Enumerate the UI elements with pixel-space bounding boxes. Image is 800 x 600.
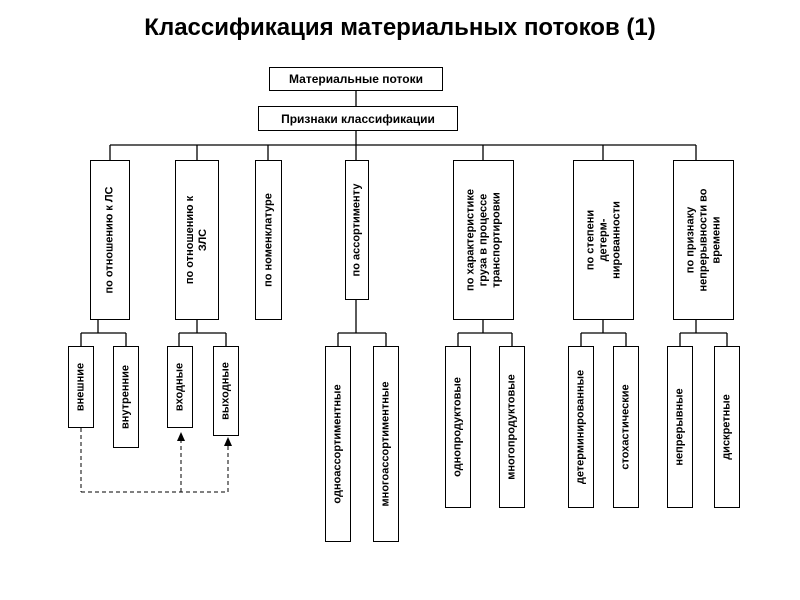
type-box-multi-assortment: многоассортиментные [373, 346, 399, 542]
type-label: входные [173, 362, 186, 412]
criterion-box: по отношению к ЛС [90, 160, 130, 320]
type-label: непрерывные [673, 388, 686, 466]
type-box-stochastic: стохастические [613, 346, 639, 508]
type-box-output: выходные [213, 346, 239, 436]
type-label: многопродуктовые [505, 374, 518, 480]
criterion-label: по степени детерм- нированности [584, 201, 622, 279]
type-label: выходные [219, 362, 232, 420]
type-label: однопродуктовые [451, 377, 464, 477]
criterion-label: по номенклатуре [262, 193, 274, 287]
type-label: одноассортиментные [331, 384, 344, 504]
type-label: стохастические [619, 384, 632, 470]
criterion-label: по отношению к ЗЛС [184, 195, 209, 285]
type-box-single-product: однопродуктовые [445, 346, 471, 508]
type-box-deterministic: детерминированные [568, 346, 594, 508]
type-box-single-assortment: одноассортиментные [325, 346, 351, 542]
type-box-discrete: дискретные [714, 346, 740, 508]
criterion-box: по характеристике груза в процессе транс… [453, 160, 514, 320]
criterion-label: по отношению к ЛС [103, 186, 116, 294]
type-box-internal: внутренние [113, 346, 139, 448]
criterion-box: по отношению к ЗЛС [175, 160, 219, 320]
criterion-box: по ассортименту [345, 160, 369, 300]
criterion-box: по номенклатуре [255, 160, 282, 320]
root-box: Материальные потоки [269, 67, 443, 91]
type-box-external: внешние [68, 346, 94, 428]
type-box-multi-product: многопродуктовые [499, 346, 525, 508]
type-label: многоассортиментные [379, 381, 392, 507]
type-label: детерминированные [574, 369, 587, 485]
type-box-input: входные [167, 346, 193, 428]
page-title: Классификация материальных потоков (1) [144, 14, 656, 41]
type-label: внутренние [119, 364, 132, 430]
root-label: Материальные потоки [289, 72, 423, 86]
criterion-label: по ассортименту [350, 183, 363, 277]
criterion-box: по признаку непрерывности во времени [673, 160, 734, 320]
type-label: дискретные [720, 394, 733, 460]
criterion-box: по степени детерм- нированности [573, 160, 634, 320]
type-box-continuous: непрерывные [667, 346, 693, 508]
classification-box: Признаки классификации [258, 106, 458, 131]
type-label: внешние [74, 362, 87, 412]
criterion-label: по признаку непрерывности во времени [684, 188, 722, 292]
classification-label: Признаки классификации [281, 111, 435, 126]
criterion-label: по характеристике груза в процессе транс… [464, 189, 502, 291]
